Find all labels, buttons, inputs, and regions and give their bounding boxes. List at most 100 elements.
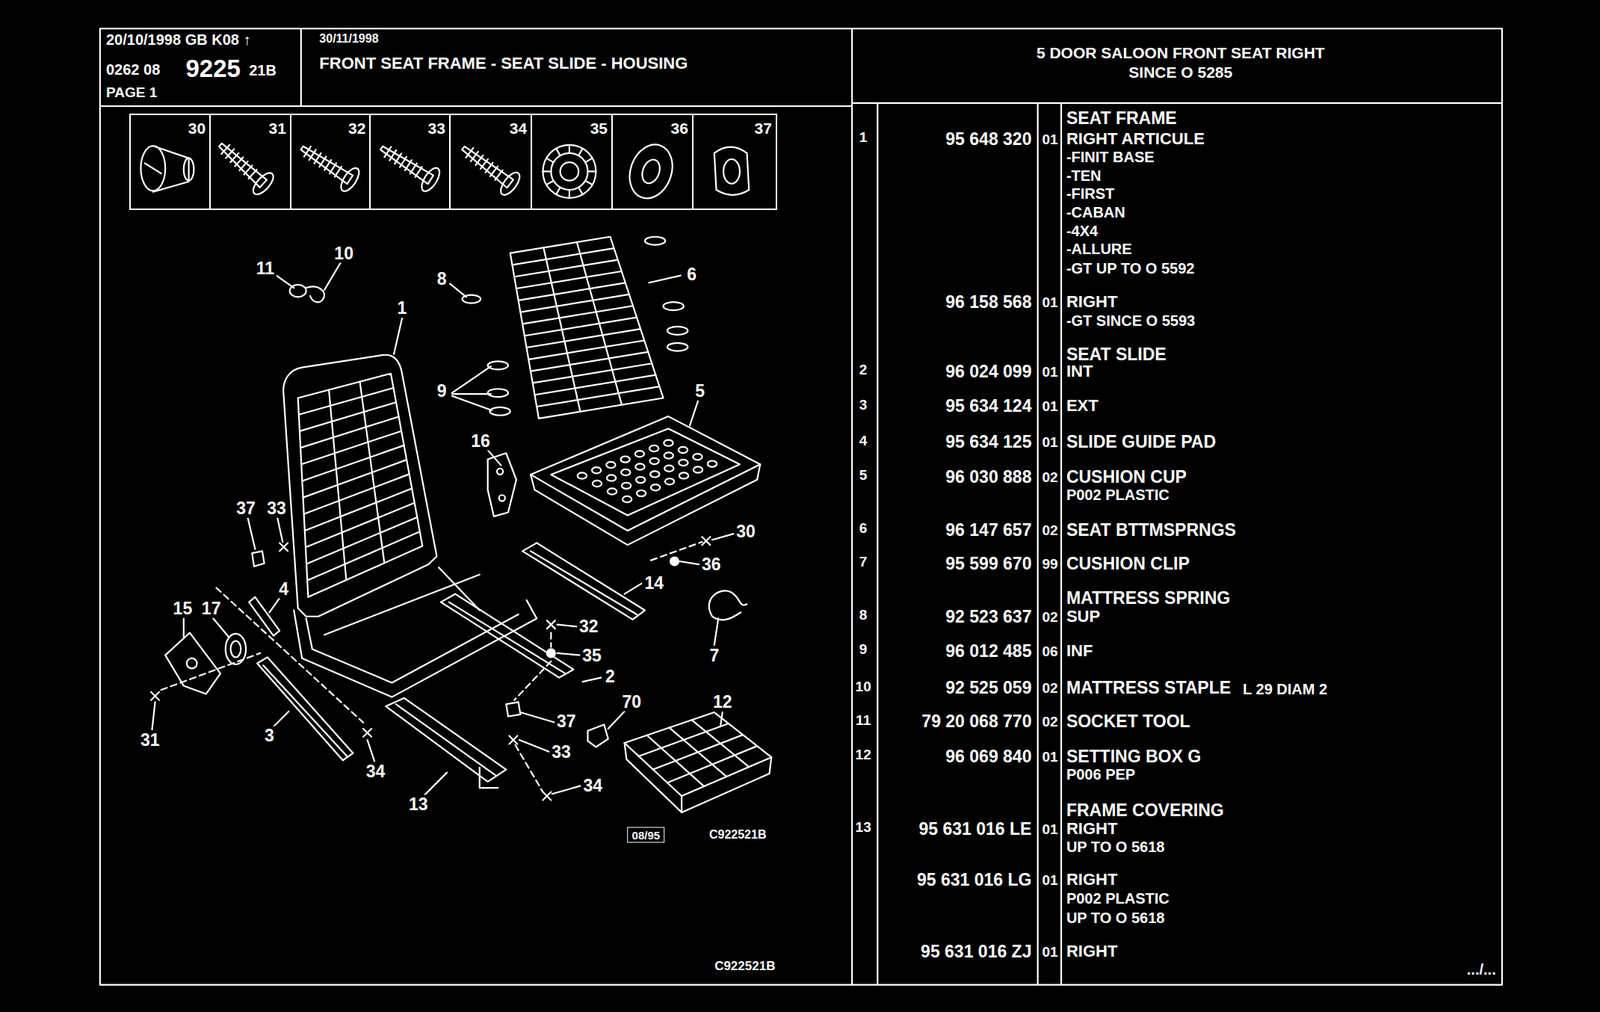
screw-icon — [314, 153, 322, 164]
part-description: SEAT BTTMSPRNGS — [1066, 520, 1237, 539]
item-number: 4 — [859, 432, 868, 447]
callout-number: 32 — [576, 617, 601, 636]
drawing-ref: C922521B — [714, 958, 775, 972]
section-heading: SEAT SLIDE — [1066, 345, 1167, 363]
setting-box — [624, 712, 772, 796]
callout-number: 34 — [581, 776, 606, 796]
callout-number: 1 — [395, 298, 410, 318]
quantity-code: 01 — [1041, 295, 1058, 310]
fastener-cell: 30 — [129, 113, 211, 211]
screw-mark — [508, 735, 518, 744]
variant-note: -ALLURE — [1066, 241, 1133, 257]
callout-number: 5 — [692, 381, 707, 400]
page-frame — [100, 28, 1503, 985]
cushion-hole — [635, 450, 645, 457]
part-number: 95 631 016 ZJ — [920, 942, 1032, 960]
cushion-hole — [707, 461, 717, 468]
assembly-dash-line — [161, 541, 703, 793]
screw-icon — [490, 166, 498, 177]
setting-box — [669, 727, 727, 778]
part-description: CUSHION CLIP — [1066, 554, 1190, 572]
quantity-code: 01 — [1041, 364, 1058, 379]
cushion-hole — [635, 476, 645, 483]
screw-icon — [248, 169, 258, 179]
screw-mark — [508, 735, 518, 744]
item-number: 9 — [859, 641, 868, 657]
part-dimension: L 29 DIAM 2 — [1242, 681, 1328, 697]
setting-box — [692, 719, 749, 767]
washer-icon — [550, 153, 588, 190]
callout-number: 9 — [434, 381, 450, 400]
part-number: 95 634 124 — [945, 397, 1032, 415]
screw-mark — [279, 542, 288, 551]
small-part — [186, 658, 198, 669]
variant-note: -FIRST — [1066, 186, 1115, 202]
callout-number: 34 — [509, 120, 527, 137]
part-number: 96 069 840 — [945, 747, 1032, 765]
washer-icon — [556, 187, 560, 195]
backrest-spring — [534, 375, 656, 396]
part-description: RIGHT — [1066, 293, 1118, 311]
fastener-cell: 34 — [449, 113, 533, 211]
seat-slide — [522, 542, 645, 619]
screw-icon — [337, 165, 363, 195]
washer-icon — [542, 144, 596, 199]
callout-number: 30 — [733, 522, 758, 542]
callout-number: 16 — [468, 431, 493, 450]
seat-frame — [283, 354, 437, 617]
screw-icon — [384, 146, 391, 157]
callout-number: 4 — [276, 579, 291, 598]
variant-note: P002 PLASTIC — [1066, 487, 1170, 503]
screw-mark — [363, 728, 372, 737]
plate-title: FRONT SEAT FRAME - SEAT SLIDE - HOUSING — [319, 55, 688, 72]
cushion-hole — [678, 446, 688, 453]
backrest-spring — [530, 351, 648, 372]
cushion-hole — [621, 482, 631, 489]
knob-icon — [140, 145, 166, 191]
page-number: PAGE 1 — [106, 84, 157, 99]
section-heading: FRAME COVERING — [1066, 801, 1225, 820]
item-number: 10 — [855, 678, 872, 693]
plate-suffix: 21B — [248, 62, 277, 78]
screw-icon — [399, 156, 407, 168]
callout-number: 35 — [579, 645, 604, 665]
small-part — [251, 550, 264, 566]
catalogue-code: 0262 08 — [106, 62, 160, 77]
backrest-grid — [303, 459, 408, 498]
cushion-hole — [635, 463, 645, 470]
screw-icon — [230, 153, 239, 163]
washer-icon — [585, 180, 592, 185]
screw-icon — [480, 159, 488, 169]
callout-number: 33 — [264, 498, 289, 518]
part-description: CUSHION CUP — [1066, 467, 1187, 486]
backrest-grid — [304, 473, 410, 514]
backrest-spring — [543, 247, 580, 412]
small-part — [487, 360, 509, 370]
callout-number: 34 — [363, 762, 388, 781]
washer-icon — [568, 144, 571, 154]
variant-note: UP TO O 5618 — [1066, 910, 1166, 926]
backrest-spring — [576, 242, 622, 406]
small-part — [644, 236, 666, 246]
variant-note: UP TO O 5618 — [1066, 839, 1166, 855]
screw-icon — [225, 148, 234, 158]
callout-number: 10 — [331, 243, 356, 263]
screw-icon — [218, 143, 267, 188]
small-part — [709, 590, 748, 620]
item-number: 3 — [859, 396, 868, 412]
screw-icon — [221, 144, 230, 154]
cushion-hole — [650, 484, 660, 491]
fastener-cell: 36 — [611, 113, 694, 211]
screw-icon — [329, 162, 337, 174]
quantity-code: 01 — [1041, 943, 1058, 959]
backrest-spring — [526, 328, 642, 348]
backrest-grid — [300, 416, 399, 448]
backrest-spring — [528, 340, 645, 359]
drawing-date: 08/95 — [627, 826, 666, 843]
screw-icon — [418, 165, 444, 195]
backrest-grid — [304, 488, 412, 531]
cushion-hole — [649, 445, 659, 452]
washer-icon — [542, 170, 551, 172]
part-description: MATTRESS STAPLE — [1066, 679, 1231, 697]
small-part — [306, 286, 325, 303]
